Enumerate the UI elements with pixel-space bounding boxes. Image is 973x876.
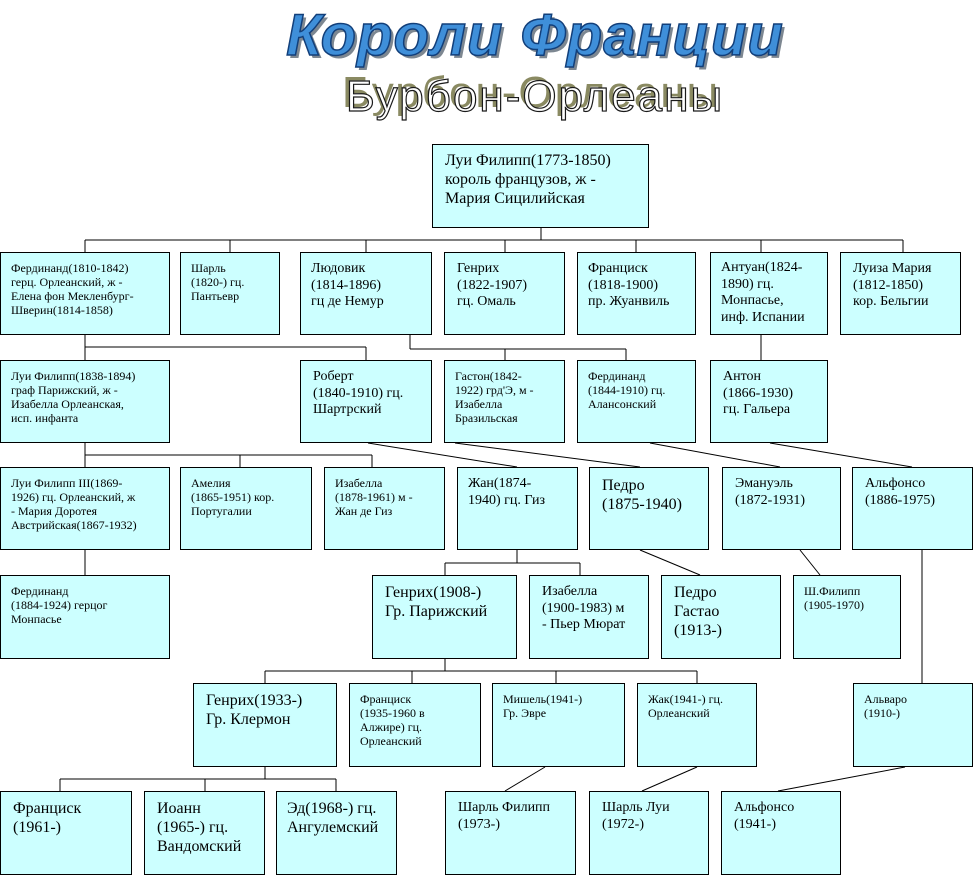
node-gaston-1842: Гастон(1842- 1922) грд'Э, м - Изабелла Б… (444, 360, 565, 443)
node-jean-1874: Жан(1874- 1940) гц. Гиз (457, 467, 578, 550)
node-louis-philippe-1773: Луи Филипп(1773-1850) король французов, … (432, 144, 649, 228)
node-robert-1840: Роберт (1840-1910) гц. Шартрский (300, 360, 432, 443)
node-louise-1812: Луиза Мария (1812-1850) кор. Бельгии (840, 252, 961, 335)
node-pedro-1875: Педро (1875-1940) (589, 467, 709, 550)
node-eudes-1968: Эд(1968-) гц. Ангулемский (276, 791, 397, 875)
node-alfonso-1886: Альфонсо (1886-1975) (852, 467, 973, 550)
node-francis-1935: Франциск (1935-1960 в Алжире) гц. Орлеан… (349, 683, 481, 767)
node-francis-1961: Франциск (1961-) (0, 791, 132, 875)
node-amelia-1865: Амелия (1865-1951) кор. Португалии (180, 467, 312, 550)
node-francis-1818: Франциск (1818-1900) пр. Жуанвиль (577, 252, 696, 335)
node-isabella-1878: Изабелла (1878-1961) м - Жан де Гиз (324, 467, 445, 550)
diagram-title: Короли Франции (285, 2, 784, 69)
node-philippe-1905: Ш.Филипп (1905-1970) (793, 575, 901, 659)
node-louis-philippe-1838: Луи Филипп(1838-1894) граф Парижский, ж … (0, 360, 170, 443)
node-louis-philippe-1869: Луи Филипп III(1869- 1926) гц. Орлеански… (0, 467, 170, 550)
node-antoine-1824: Антуан(1824- 1890) гц. Монпасье, инф. Ис… (710, 252, 828, 335)
node-michel-1941: Мишель(1941-) Гр. Эвре (492, 683, 625, 767)
node-ferdinand-1810: Фердинанд(1810-1842) герц. Орлеанский, ж… (0, 252, 170, 335)
node-anton-1866: Антон (1866-1930) гц. Гальера (710, 360, 828, 443)
node-ferdinand-1844: Фердинанд (1844-1910) гц. Алансонский (577, 360, 696, 443)
node-alfonso-1941: Альфонсо (1941-) (721, 791, 841, 875)
node-charles-philippe-1973: Шарль Филипп (1973-) (445, 791, 576, 875)
node-charles-louis-1972: Шарль Луи (1972-) (589, 791, 709, 875)
node-pedro-1913: Педро Гастао (1913-) (661, 575, 781, 659)
node-ferdinand-1884: Фердинанд (1884-1924) герцог Монпасье (0, 575, 170, 659)
node-louis-1814: Людовик (1814-1896) гц де Немур (300, 252, 432, 335)
node-alvaro-1910: Альваро (1910-) (853, 683, 973, 767)
node-jacques-1941: Жак(1941-) гц. Орлеанский (637, 683, 757, 767)
node-henri-1933: Генрих(1933-) Гр. Клермон (193, 683, 337, 767)
node-isabella-1900: Изабелла (1900-1983) м - Пьер Мюрат (529, 575, 649, 659)
node-henri-1908: Генрих(1908-) Гр. Парижский (372, 575, 517, 659)
node-emmanuel-1872: Эмануэль (1872-1931) (722, 467, 841, 550)
node-henri-1822: Генрих (1822-1907) гц. Омаль (444, 252, 565, 335)
diagram-subtitle: Бурбон-Орлеаны (345, 71, 725, 121)
node-jean-1965: Иоанн (1965-) гц. Вандомский (144, 791, 265, 875)
node-charles-1820: Шарль (1820-) гц. Пантьевр (180, 252, 280, 335)
